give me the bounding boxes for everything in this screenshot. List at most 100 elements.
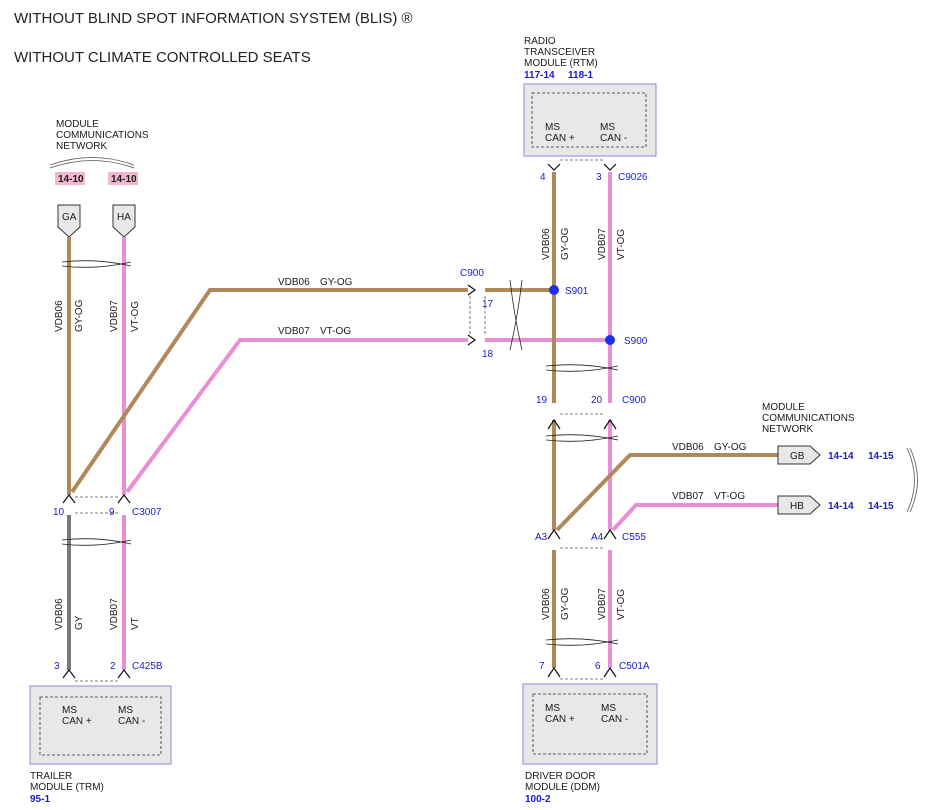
c900-lower-pin-a: 19: [536, 395, 548, 406]
rtm-pin-plus-1: MS: [545, 122, 560, 133]
trm-name-2: MODULE (TRM): [30, 782, 104, 793]
wire-label-vdb07-ddm: VDB07: [597, 588, 608, 620]
twist-mark-c900: [509, 279, 523, 351]
mcn-right-ref-a1[interactable]: 14-14: [828, 451, 854, 462]
conn-gb-label: GB: [790, 451, 805, 462]
mcn-top-label-3: NETWORK: [56, 141, 107, 152]
connector-c900-left[interactable]: C900 17 18: [460, 268, 494, 360]
ddm-name-2: MODULE (DDM): [525, 782, 600, 793]
wire-label-vdb07-low: VDB07: [109, 598, 120, 630]
wire-label-vdb06-diag: VDB06: [278, 277, 310, 288]
c425b-pin-a: 3: [54, 661, 60, 672]
twist-mark-top-left: [61, 260, 132, 268]
c9026-name: C9026: [618, 172, 648, 183]
c900-left-name: C900: [460, 268, 484, 279]
mcn-right-ref-a2[interactable]: 14-15: [868, 451, 894, 462]
wire-label-vdb07-diag: VDB07: [278, 326, 310, 337]
mcn-top-label-2: COMMUNICATIONS: [56, 130, 149, 141]
connector-c501a[interactable]: 7 6 C501A: [539, 661, 650, 680]
c555-pin-a: A3: [535, 532, 548, 543]
mcn-top-group: MODULE COMMUNICATIONS NETWORK 14-10 14-1…: [49, 119, 149, 238]
wire-label-vdb07-top: VDB07: [109, 300, 120, 332]
wire-label-vdb07-rtm: VDB07: [597, 228, 608, 260]
conn-hb-shape: [777, 495, 821, 515]
ddm-pin-plus-2: CAN +: [545, 714, 575, 725]
module-ddm[interactable]: MS CAN + MS CAN - DRIVER DOOR MODULE (DD…: [522, 683, 658, 805]
mcn-top-label-1: MODULE: [56, 119, 99, 130]
twist-mark-right-lower: [545, 638, 619, 646]
connector-c900-lower[interactable]: 19 20 C900: [536, 395, 646, 430]
wire-vdb06-diag: [70, 288, 468, 494]
wire-label-gyog-gb: GY-OG: [714, 442, 747, 453]
module-trm[interactable]: MS CAN + MS CAN - TRAILER MODULE (TRM) 9…: [29, 685, 172, 805]
rtm-name-1: RADIO: [524, 36, 556, 47]
mcn-top-ref-a-bg: [55, 172, 85, 185]
trm-pin-plus-2: CAN +: [62, 716, 92, 727]
wire-label-vdb06-top: VDB06: [54, 300, 65, 332]
wire-label-vtog-diag: VT-OG: [320, 326, 351, 337]
trm-pin-plus-1: MS: [62, 705, 77, 716]
c501a-pin-b: 6: [595, 661, 601, 672]
wire-label-vdb06-low: VDB06: [54, 598, 65, 630]
rtm-pin-minus-2: CAN -: [600, 133, 627, 144]
mcn-right-ref-b2[interactable]: 14-15: [868, 501, 894, 512]
rtm-ref-2[interactable]: 118-1: [568, 70, 593, 81]
trm-name-1: TRAILER: [30, 771, 72, 782]
mcn-top-ref-a[interactable]: 14-10: [58, 174, 84, 185]
splice-s901[interactable]: S901: [549, 285, 589, 297]
wires-left: [61, 237, 468, 670]
c900-left-pin-a: 17: [482, 299, 494, 310]
mcn-top-brace: [49, 157, 135, 166]
c3007-name: C3007: [132, 507, 162, 518]
mcn-right-ref-b1[interactable]: 14-14: [828, 501, 854, 512]
c425b-name: C425B: [132, 661, 163, 672]
header-line-1: WITHOUT BLIND SPOT INFORMATION SYSTEM (B…: [14, 10, 413, 27]
connector-c3007[interactable]: 10 9 C3007: [53, 494, 162, 518]
wire-vdb06-gb: [555, 453, 778, 532]
rtm-name-3: MODULE (RTM): [524, 58, 598, 69]
conn-ha-label: HA: [117, 212, 131, 223]
conn-ga-shape: [57, 204, 81, 238]
c555-pin-b: A4: [591, 532, 604, 543]
connector-c425b[interactable]: 3 2 C425B: [54, 661, 163, 682]
rtm-pin-minus-1: MS: [600, 122, 615, 133]
mcn-right-label-3: NETWORK: [762, 424, 813, 435]
wire-label-vdb07-hb: VDB07: [672, 491, 704, 502]
wires-right: [545, 172, 778, 668]
ddm-ref[interactable]: 100-2: [525, 794, 551, 805]
connector-c555[interactable]: A3 A4 C555: [535, 528, 646, 549]
wire-label-vtog-rtm: VT-OG: [616, 229, 627, 260]
wire-label-vtog-top: VT-OG: [130, 301, 141, 332]
rtm-ref-1[interactable]: 117-14: [524, 70, 555, 81]
wire-label-gyog-top: GY-OG: [74, 299, 85, 332]
wire-label-vdb06-gb: VDB06: [672, 442, 704, 453]
module-rtm[interactable]: RADIO TRANSCEIVER MODULE (RTM) 117-14 11…: [523, 36, 657, 157]
wire-vdb07-diag: [125, 338, 468, 494]
wire-label-gyog-diag: GY-OG: [320, 277, 353, 288]
mcn-top-ref-b-bg: [108, 172, 138, 185]
mcn-top-ref-b[interactable]: 14-10: [111, 174, 137, 185]
c425b-pin-b: 2: [110, 661, 116, 672]
c3007-pin-b: 9: [109, 507, 115, 518]
conn-ga-label: GA: [62, 212, 77, 223]
rtm-name-2: TRANSCEIVER: [524, 47, 595, 58]
mcn-right-brace: [906, 447, 915, 513]
wire-label-vdb06-ddm: VDB06: [541, 588, 552, 620]
conn-hb-label: HB: [790, 501, 804, 512]
c501a-name: C501A: [619, 661, 650, 672]
c501a-pin-a: 7: [539, 661, 545, 672]
trm-ref[interactable]: 95-1: [30, 794, 50, 805]
twist-mark-right-mid: [545, 434, 619, 442]
twist-mark-right-upper: [545, 364, 619, 372]
c900-lower-pin-b: 20: [591, 395, 603, 406]
header-line-2: WITHOUT CLIMATE CONTROLLED SEATS: [14, 49, 311, 66]
c555-name: C555: [622, 532, 646, 543]
ddm-pin-minus-1: MS: [601, 703, 616, 714]
conn-ha-shape: [112, 204, 136, 238]
wire-label-vtog-hb: VT-OG: [714, 491, 745, 502]
splice-s900[interactable]: S900: [605, 335, 648, 347]
connector-c9026[interactable]: 4 3 C9026: [540, 159, 648, 183]
wire-label-gyog-ddm: GY-OG: [560, 587, 571, 620]
wire-vdb07-hb: [611, 503, 778, 532]
trm-pin-minus-2: CAN -: [118, 716, 145, 727]
